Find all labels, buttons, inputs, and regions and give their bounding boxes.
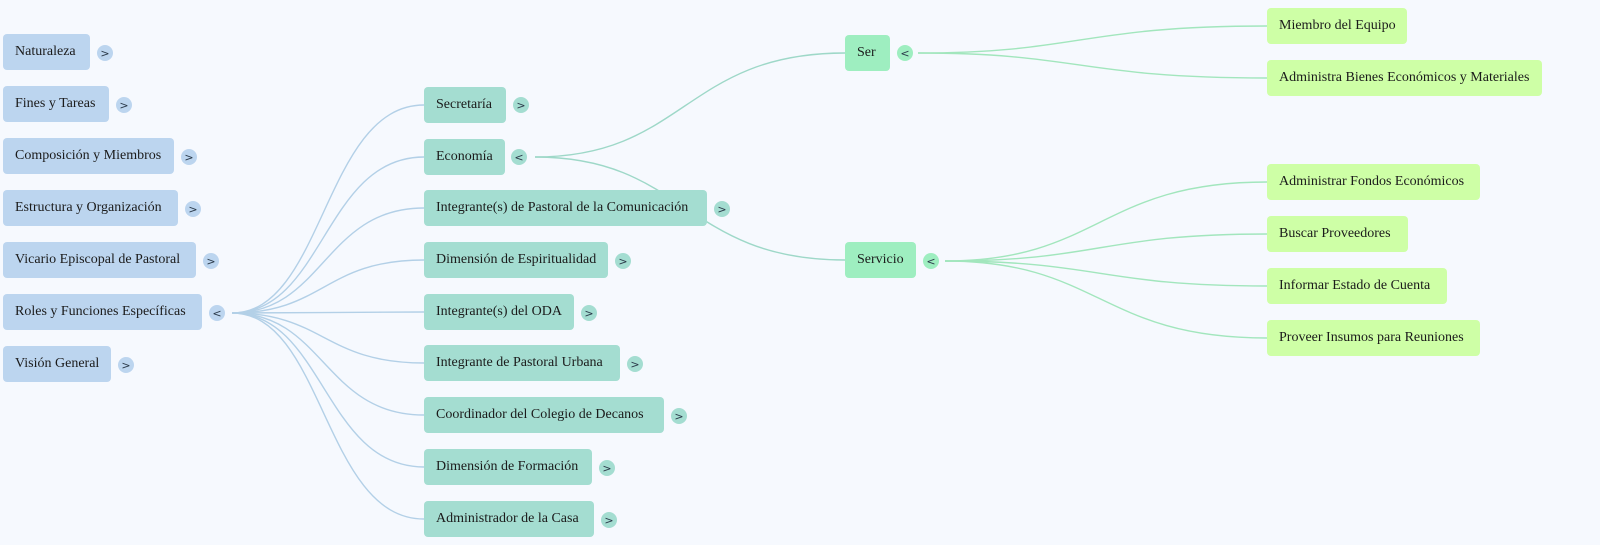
collapse-toggle-ser[interactable]: < (897, 45, 913, 61)
connector-roles-secretaria (231, 104, 425, 314)
expand-toggle-pastoral-urbana[interactable]: > (627, 356, 643, 372)
node-secretaria[interactable]: Secretaría (424, 87, 506, 123)
connector-servicio-fondos (944, 181, 1268, 262)
connector-roles-decanos (231, 312, 425, 416)
node-informar-estado-cuenta[interactable]: Informar Estado de Cuenta (1267, 268, 1447, 304)
connector-servicio-estado (944, 260, 1268, 287)
expand-toggle-naturaleza[interactable]: > (97, 45, 113, 61)
node-label: Integrante de Pastoral Urbana (436, 355, 603, 370)
node-label: Fines y Tareas (15, 96, 96, 111)
node-label: Buscar Proveedores (1279, 226, 1391, 241)
connector-servicio-insumos (944, 260, 1268, 339)
expand-toggle-secretaria[interactable]: > (513, 97, 529, 113)
node-label: Composición y Miembros (15, 148, 162, 163)
connector-roles-comunicacion (231, 207, 425, 314)
expand-toggle-decanos[interactable]: > (671, 408, 687, 424)
node-dimension-espiritualidad[interactable]: Dimensión de Espiritualidad (424, 242, 608, 278)
expand-toggle-formacion[interactable]: > (599, 460, 615, 476)
connector-ser-administra (917, 52, 1268, 79)
node-administrador-casa[interactable]: Administrador de la Casa (424, 501, 594, 537)
node-label: Economía (436, 149, 493, 164)
node-label: Miembro del Equipo (1279, 18, 1396, 33)
node-proveer-insumos[interactable]: Proveer Insumos para Reuniones (1267, 320, 1480, 356)
expand-toggle-administrador[interactable]: > (601, 512, 617, 528)
node-naturaleza[interactable]: Naturaleza (3, 34, 90, 70)
collapse-toggle-roles[interactable]: < (209, 305, 225, 321)
node-buscar-proveedores[interactable]: Buscar Proveedores (1267, 216, 1408, 252)
node-roles-y-funciones[interactable]: Roles y Funciones Específicas (3, 294, 202, 330)
node-administrar-fondos[interactable]: Administrar Fondos Económicos (1267, 164, 1480, 200)
connector-roles-urbana (231, 312, 425, 364)
node-composicion-y-miembros[interactable]: Composición y Miembros (3, 138, 174, 174)
node-label: Roles y Funciones Específicas (15, 304, 186, 319)
node-estructura-y-organizacion[interactable]: Estructura y Organización (3, 190, 178, 226)
collapse-toggle-economia[interactable]: < (511, 149, 527, 165)
node-pastoral-urbana[interactable]: Integrante de Pastoral Urbana (424, 345, 620, 381)
node-dimension-formacion[interactable]: Dimensión de Formación (424, 449, 592, 485)
node-servicio[interactable]: Servicio (845, 242, 916, 278)
node-label: Dimensión de Espiritualidad (436, 252, 597, 267)
node-label: Proveer Insumos para Reuniones (1279, 330, 1464, 345)
node-integrantes-oda[interactable]: Integrante(s) del ODA (424, 294, 574, 330)
connector-roles-economia (231, 156, 425, 314)
connector-roles-administrador (231, 312, 425, 520)
connector-servicio-proveedores (944, 233, 1268, 262)
expand-toggle-comunicacion[interactable]: > (714, 201, 730, 217)
node-label: Vicario Episcopal de Pastoral (15, 252, 181, 267)
connector-roles-oda (231, 311, 425, 314)
expand-toggle-composicion[interactable]: > (181, 149, 197, 165)
collapse-toggle-servicio[interactable]: < (923, 253, 939, 269)
node-label: Integrante(s) de Pastoral de la Comunica… (436, 200, 689, 215)
connector-roles-espiritualidad (231, 259, 425, 314)
node-label: Administrar Fondos Económicos (1279, 174, 1465, 189)
node-label: Estructura y Organización (15, 200, 162, 215)
node-label: Administra Bienes Económicos y Materiale… (1279, 70, 1530, 85)
node-economia[interactable]: Economía (424, 139, 505, 175)
node-label: Coordinador del Colegio de Decanos (436, 407, 644, 422)
expand-toggle-oda[interactable]: > (581, 305, 597, 321)
node-colegio-decanos[interactable]: Coordinador del Colegio de Decanos (424, 397, 664, 433)
node-label: Informar Estado de Cuenta (1279, 278, 1431, 293)
node-vicario-episcopal[interactable]: Vicario Episcopal de Pastoral (3, 242, 196, 278)
connector-roles-formacion (231, 312, 425, 468)
node-ser[interactable]: Ser (845, 35, 890, 71)
node-fines-y-tareas[interactable]: Fines y Tareas (3, 86, 109, 122)
node-pastoral-comunicacion[interactable]: Integrante(s) de Pastoral de la Comunica… (424, 190, 707, 226)
node-label: Secretaría (436, 97, 492, 112)
node-label: Servicio (857, 252, 904, 267)
expand-toggle-vision-general[interactable]: > (118, 357, 134, 373)
expand-toggle-estructura[interactable]: > (185, 201, 201, 217)
connector-ser-miembro (917, 25, 1268, 54)
node-label: Ser (857, 45, 876, 60)
node-label: Naturaleza (15, 44, 76, 59)
node-label: Visión General (15, 356, 100, 371)
node-label: Dimensión de Formación (436, 459, 579, 474)
node-label: Administrador de la Casa (436, 511, 579, 526)
expand-toggle-vicario[interactable]: > (203, 253, 219, 269)
node-label: Integrante(s) del ODA (436, 304, 562, 319)
connector-economia-ser (534, 52, 846, 158)
node-administra-bienes[interactable]: Administra Bienes Económicos y Materiale… (1267, 60, 1542, 96)
expand-toggle-espiritualidad[interactable]: > (615, 253, 631, 269)
expand-toggle-fines-y-tareas[interactable]: > (116, 97, 132, 113)
node-miembro-equipo[interactable]: Miembro del Equipo (1267, 8, 1407, 44)
node-vision-general[interactable]: Visión General (3, 346, 111, 382)
